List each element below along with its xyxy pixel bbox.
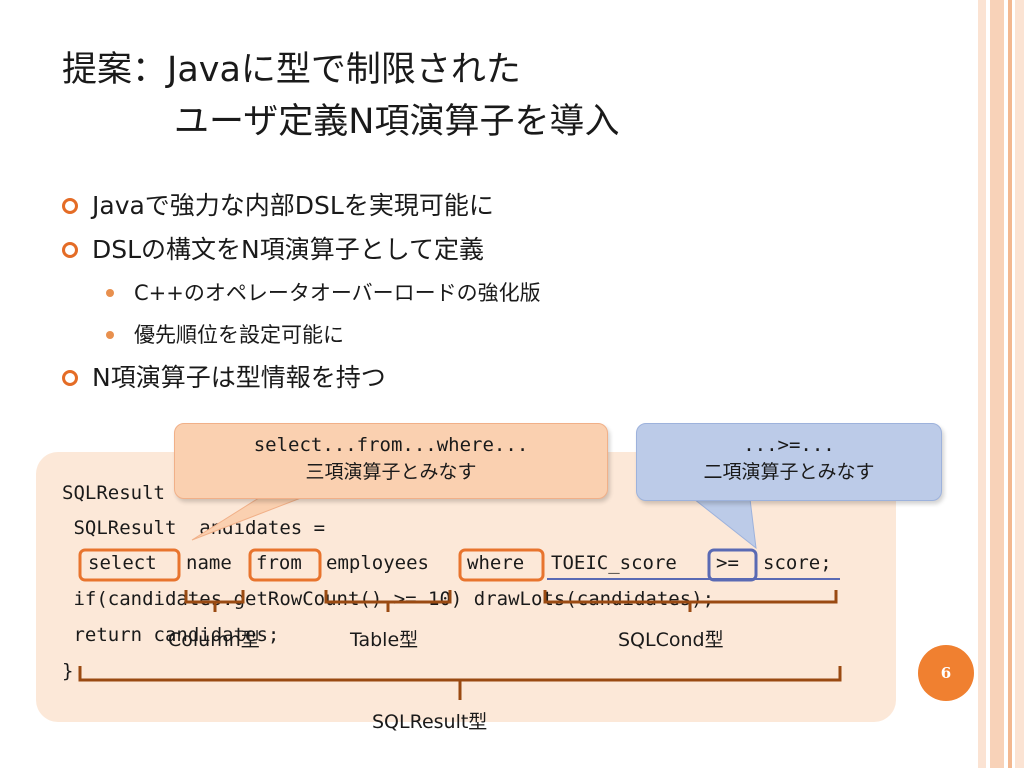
callout-text: 二項演算子とみなす [703,461,875,483]
ternary-operator-callout: select...from...where... 三項演算子とみなす [174,423,608,499]
sub-bullet-item: C++のオペレータオーバーロードの強化版 [62,272,822,314]
bullet-item: N項演算子は型情報を持つ [62,356,822,400]
blue-callout-pointer [692,498,757,550]
sub-bullet-text: C++のオペレータオーバーロードの強化版 [134,281,541,305]
code-token: employees [326,552,429,574]
gte-operator-box [707,548,758,582]
edge-stripe [1015,0,1024,768]
sqlresult-type-label: SQLResult型 [372,711,488,733]
edge-stripe [978,0,986,768]
table-type-label: Table型 [350,629,419,651]
page-number: 6 [918,645,974,701]
column-type-label: Column型 [168,629,260,651]
callout-code: ...>=... [743,434,835,456]
code-line: } [62,660,74,682]
sub-bullet-text: 優先順位を設定可能に [134,323,344,347]
code-line: SQLResult andidates = [62,516,325,540]
bullet-dot-icon [106,289,114,297]
where-keyword-box [458,548,545,582]
bullet-list: Javaで強力な内部DSLを実現可能に DSLの構文をN項演算子として定義 C+… [62,184,822,400]
callout-text: 三項演算子とみなす [305,461,477,483]
bullet-item: DSLの構文をN項演算子として定義 [62,228,822,272]
orange-callout-pointer [191,495,307,541]
edge-stripe [990,0,1004,768]
bullet-dot-icon [106,331,114,339]
bullet-text: Javaで強力な内部DSLを実現可能に [92,191,494,220]
bullet-item: Javaで強力な内部DSLを実現可能に [62,184,822,228]
bullet-ring-icon [62,242,78,258]
code-line: SQLResult [62,482,165,504]
slide-title: 提案：Javaに型で制限された ユーザ定義N項演算子を導入 [62,44,619,148]
code-token: from [256,552,302,574]
code-token: select [88,552,157,574]
title-line-2: ユーザ定義N項演算子を導入 [174,102,620,142]
code-line: if(candidates.getRowCount() >= 10) drawL… [62,588,715,610]
sub-bullet-item: 優先順位を設定可能に [62,314,822,356]
bullet-ring-icon [62,198,78,214]
code-token: score; [763,552,832,574]
column-brace [184,590,245,612]
binary-operator-callout: ...>=... 二項演算子とみなす [636,423,942,501]
sqlcond-brace [543,590,838,612]
code-line: return candidates; [62,624,280,646]
from-keyword-box [248,548,322,582]
table-brace [324,590,452,612]
bullet-text: N項演算子は型情報を持つ [92,363,386,392]
code-token: name [186,552,232,574]
title-line-1: 提案：Javaに型で制限された [62,50,521,90]
select-keyword-box [78,548,181,582]
bullet-text: DSLの構文をN項演算子として定義 [92,235,485,264]
code-token: where [467,552,525,574]
bullet-ring-icon [62,370,78,386]
code-token: >= [716,552,739,574]
callout-code: select...from...where... [253,434,529,456]
sqlresult-brace [78,666,842,700]
edge-stripe [1008,0,1012,768]
sqlcond-type-label: SQLCond型 [618,629,724,651]
code-text: SQLResult [62,517,177,539]
code-token: TOEIC_score [551,552,677,574]
